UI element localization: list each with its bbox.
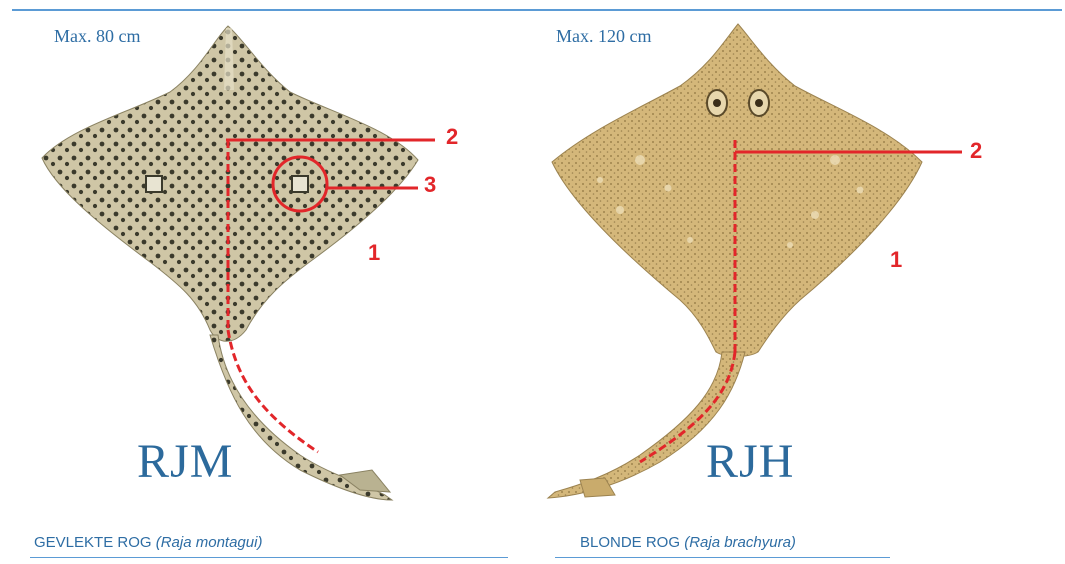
blonde-ray-common-name: BLONDE ROG: [580, 534, 680, 551]
right-caption-underline: [555, 557, 890, 558]
blonde-ray-scientific-name: (Raja brachyura): [684, 534, 796, 551]
spotted-ray-marker-2: 2: [446, 124, 458, 150]
blonde-ray-marker-2: 2: [970, 138, 982, 164]
spotted-ray-max-size: Max. 80 cm: [54, 26, 140, 47]
spotted-ray-marker-3: 3: [424, 172, 436, 198]
blonde-ray-caption: BLONDE ROG (Raja brachyura): [580, 534, 796, 551]
spotted-ray-marker-1: 1: [368, 240, 380, 266]
blonde-ray-max-size: Max. 120 cm: [556, 26, 651, 47]
blonde-ray-marker-1: 1: [890, 247, 902, 273]
blonde-ray-code: RJH: [706, 434, 794, 489]
spotted-ray-common-name: GEVLEKTE ROG: [34, 534, 152, 551]
spotted-ray-illustration: [42, 26, 418, 500]
spotted-ray-caption: GEVLEKTE ROG (Raja montagui): [34, 534, 262, 551]
spotted-ray-scientific-name: (Raja montagui): [156, 534, 263, 551]
spotted-ray-code: RJM: [137, 434, 233, 489]
left-caption-underline: [30, 557, 508, 558]
